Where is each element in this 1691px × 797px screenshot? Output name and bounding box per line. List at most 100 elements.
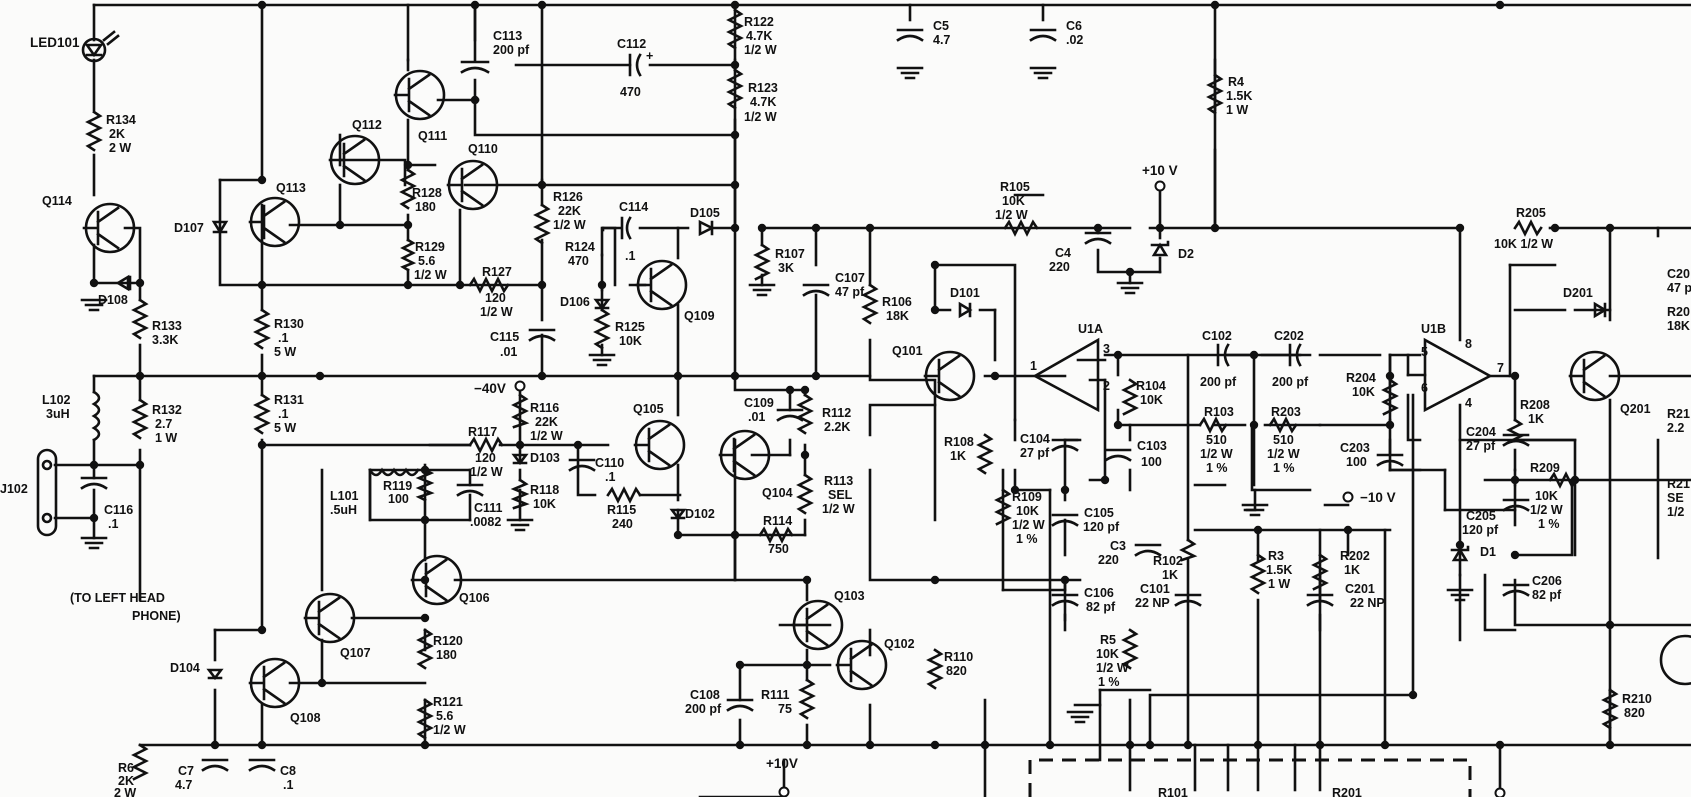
label-R4: R4 bbox=[1228, 75, 1244, 89]
label-R118-value: 10K bbox=[533, 497, 556, 511]
resistor-R205 bbox=[1513, 219, 1543, 237]
label-R129-value: 5.6 bbox=[418, 254, 435, 268]
label-C103-value: 100 bbox=[1141, 455, 1162, 469]
resistor-R117 bbox=[468, 436, 504, 454]
label-C112: C112 bbox=[617, 37, 646, 51]
label-R125-value: 10K bbox=[619, 334, 642, 348]
diode-D101 bbox=[958, 301, 973, 319]
label-R122: R122 bbox=[744, 15, 774, 29]
label-R205-value: 10K 1/2 W bbox=[1494, 237, 1553, 251]
capacitor-C102 bbox=[1216, 343, 1230, 367]
label-R6-value: 2K bbox=[118, 774, 134, 788]
label-neg40v: −40V bbox=[474, 381, 506, 396]
label-R204-value: 10K bbox=[1352, 385, 1375, 399]
label-R124-value: 470 bbox=[568, 254, 589, 268]
resistor-R204 bbox=[1381, 378, 1399, 416]
resistor-R122 bbox=[726, 8, 744, 50]
label-R209-tol: 1 % bbox=[1538, 517, 1560, 531]
label-R205: R205 bbox=[1516, 206, 1546, 220]
resistor-R133 bbox=[131, 298, 149, 340]
resistor-R130 bbox=[253, 308, 271, 350]
label-D1: D1 bbox=[1480, 545, 1496, 559]
resistor-R114 bbox=[758, 526, 794, 544]
label-R130-value: .1 bbox=[278, 331, 288, 345]
label-R113: R113 bbox=[824, 474, 853, 488]
transistors bbox=[82, 69, 1691, 709]
label-U1B-pin4: 4 bbox=[1465, 396, 1472, 410]
label-edge-R20: R20 bbox=[1667, 305, 1690, 319]
capacitor-C205 bbox=[1502, 498, 1530, 512]
label-R4-power: 1 W bbox=[1226, 103, 1248, 117]
transistor-Q111 bbox=[393, 69, 446, 121]
label-C104-value: 27 pf bbox=[1020, 446, 1050, 460]
label-R109-value: 10K bbox=[1016, 504, 1039, 518]
label-R121-power: 1/2 W bbox=[433, 723, 466, 737]
label-R126-value: 22K bbox=[558, 204, 581, 218]
label-R105-power: 1/2 W bbox=[995, 208, 1028, 222]
label-R203-tol: 1 % bbox=[1273, 461, 1295, 475]
label-C202: C202 bbox=[1274, 329, 1304, 343]
label-C112-value: 470 bbox=[620, 85, 641, 99]
label-C111: C111 bbox=[474, 501, 503, 515]
transistor-Q112 bbox=[328, 134, 381, 186]
label-Q102: Q102 bbox=[884, 637, 915, 651]
capacitor-C201 bbox=[1306, 593, 1334, 607]
capacitor-C110 bbox=[568, 458, 596, 472]
label-C107-value: 47 pf bbox=[835, 285, 865, 299]
terminals bbox=[514, 180, 1506, 797]
capacitor-C112 bbox=[628, 53, 642, 77]
label-C111-value: .0082 bbox=[470, 515, 501, 529]
label-C113-value: 200 pf bbox=[493, 43, 530, 57]
label-D102: D102 bbox=[685, 507, 715, 521]
label-C102: C102 bbox=[1202, 329, 1232, 343]
resistor-R131 bbox=[253, 393, 271, 435]
transistor-Q110 bbox=[446, 159, 499, 211]
component-labels: LED101 R134 2K 2 W Q114 D108 R133 3.3K L… bbox=[0, 15, 1691, 797]
label-R210-value: 820 bbox=[1624, 706, 1645, 720]
label-R5-tol: 1 % bbox=[1098, 675, 1120, 689]
label-L101: L101 bbox=[330, 489, 359, 503]
transistor-Q106 bbox=[410, 554, 463, 606]
label-C102-value: 200 pf bbox=[1200, 375, 1237, 389]
label-R115-value: 240 bbox=[612, 517, 633, 531]
capacitor-C114 bbox=[620, 216, 632, 240]
label-R123-value: 4.7K bbox=[750, 95, 776, 109]
label-C204-value: 27 pf bbox=[1466, 439, 1496, 453]
label-U1B-pin8: 8 bbox=[1465, 337, 1472, 351]
label-C115-value: .01 bbox=[500, 345, 517, 359]
capacitor-C4 bbox=[1084, 231, 1112, 245]
label-C205-value: 120 pf bbox=[1462, 523, 1499, 537]
label-C201-value: 22 NP bbox=[1350, 596, 1385, 610]
resistor-R126 bbox=[533, 203, 551, 245]
capacitor-C107 bbox=[802, 283, 830, 297]
resistor-R3 bbox=[1249, 553, 1267, 595]
label-edge-C20: C20 bbox=[1667, 267, 1690, 281]
label-C4-value: 220 bbox=[1049, 260, 1070, 274]
resistor-R110 bbox=[926, 648, 944, 690]
label-U1A-pin2: 2 bbox=[1103, 379, 1110, 393]
label-R203-value: 510 bbox=[1273, 433, 1294, 447]
diode-D106 bbox=[593, 298, 611, 311]
label-R110: R110 bbox=[944, 650, 973, 664]
diode-D104 bbox=[206, 668, 224, 681]
junctions bbox=[89, 0, 1615, 750]
label-U1A-pin1: 1 bbox=[1030, 359, 1037, 373]
label-R104: R104 bbox=[1136, 379, 1166, 393]
label-R107-value: 3K bbox=[778, 261, 794, 275]
label-R113-value: SEL bbox=[828, 488, 853, 502]
label-C7-value: 4.7 bbox=[175, 778, 192, 792]
label-R115: R115 bbox=[607, 503, 636, 517]
resistor-R6 bbox=[131, 743, 149, 781]
capacitor-C108 bbox=[726, 698, 754, 712]
label-plus10v-bottom: +10V bbox=[766, 756, 798, 771]
resistor-R127 bbox=[468, 276, 510, 294]
label-R109-power: 1/2 W bbox=[1012, 518, 1045, 532]
label-Q108: Q108 bbox=[290, 711, 321, 725]
resistor-R134 bbox=[85, 110, 103, 152]
label-D201: D201 bbox=[1563, 286, 1593, 300]
label-C203: C203 bbox=[1340, 441, 1370, 455]
resistor-R116 bbox=[511, 393, 530, 429]
resistor-R109 bbox=[994, 488, 1012, 526]
label-C107: C107 bbox=[835, 271, 865, 285]
opamps bbox=[1032, 337, 1493, 413]
